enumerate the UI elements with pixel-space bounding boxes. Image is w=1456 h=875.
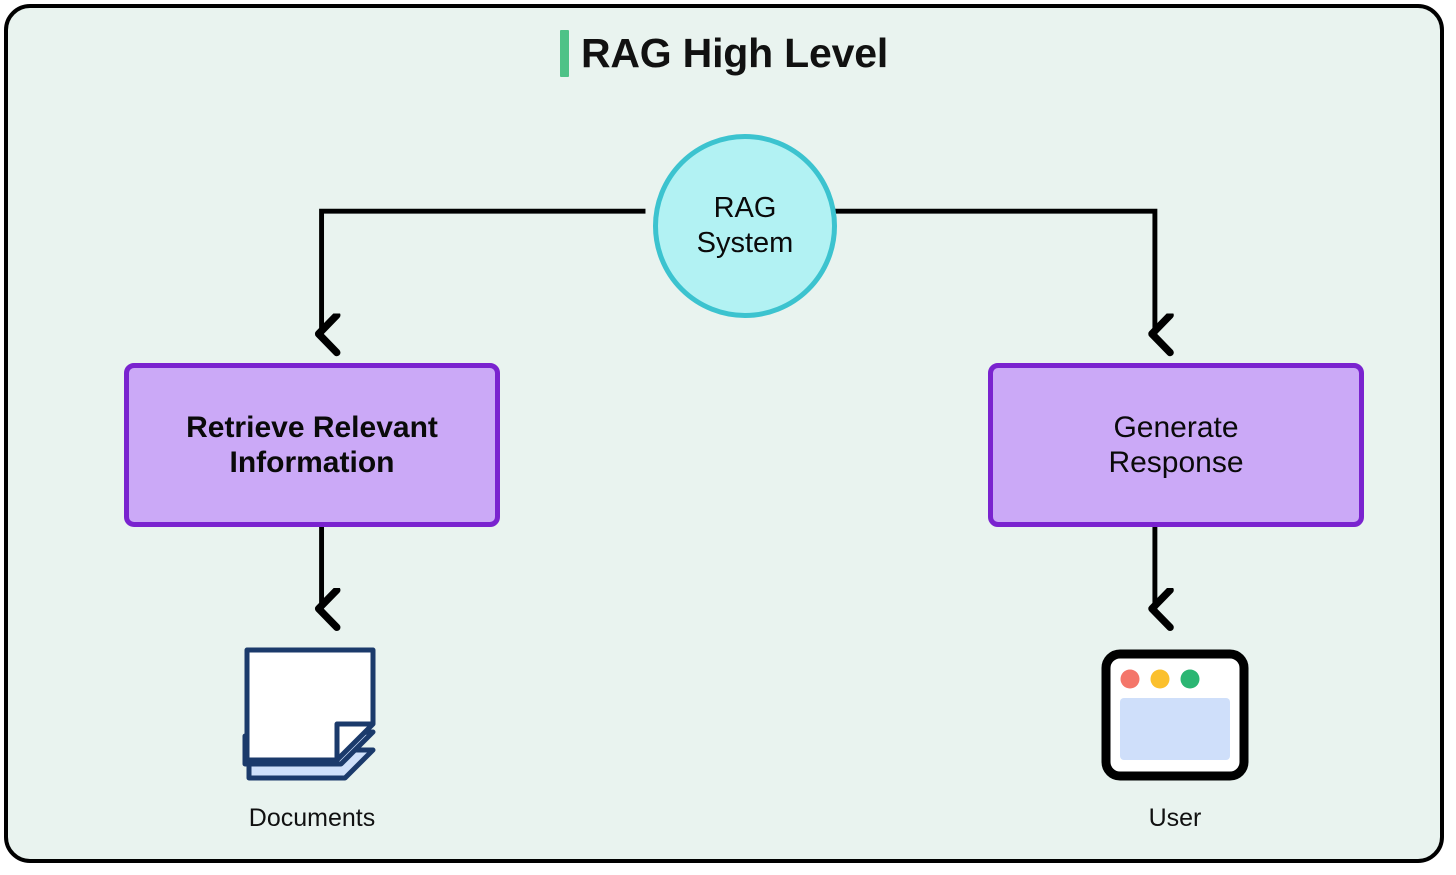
node-documents-label: Documents: [248, 804, 376, 832]
node-user[interactable]: User: [1045, 640, 1305, 831]
diagram-canvas: RAG High Level RAG System Retrieve Relev…: [4, 4, 1444, 863]
edge-rag-to-retrieve: [322, 208, 646, 334]
browser-window-icon: [1101, 649, 1249, 781]
browser-icon-wrapper: [1100, 640, 1250, 790]
node-user-label: User: [1148, 804, 1202, 832]
node-generate-response[interactable]: Generate Response: [988, 363, 1364, 527]
node-rag-system[interactable]: RAG System: [653, 134, 837, 318]
window-dot-red: [1120, 669, 1140, 689]
window-dot-green: [1180, 669, 1200, 689]
node-rag-system-label: RAG System: [696, 192, 794, 259]
node-retrieve-label: Retrieve Relevant Information: [186, 410, 438, 479]
documents-icon-wrapper: [237, 640, 387, 790]
documents-stack-icon: [242, 647, 376, 781]
page-title: RAG High Level: [580, 30, 889, 76]
window-dot-yellow: [1150, 669, 1170, 689]
edge-rag-to-generate: [824, 208, 1155, 334]
node-retrieve-relevant-information[interactable]: Retrieve Relevant Information: [124, 363, 500, 527]
node-generate-label: Generate Response: [1108, 410, 1244, 479]
title-accent-bar: [559, 30, 569, 77]
diagram-title-row: RAG High Level: [8, 30, 1440, 77]
node-documents[interactable]: Documents: [182, 640, 442, 831]
